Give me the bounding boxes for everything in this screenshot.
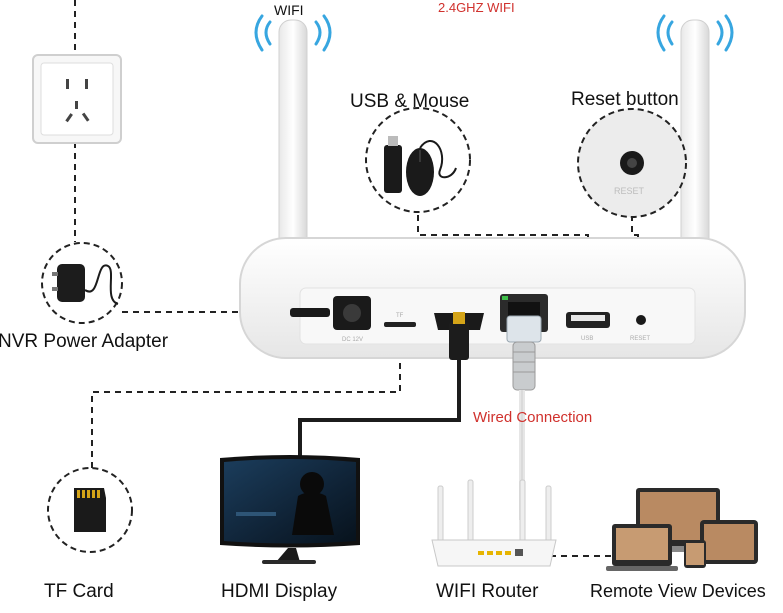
label-hdmi-display: HDMI Display [221,581,338,602]
tf-card-slot [384,322,416,327]
usb-mouse-icon [365,107,471,213]
tf-card-icon [47,467,133,553]
label-band: 2.4GHZ WIFI [438,0,515,15]
remote-devices-icon [606,488,758,571]
reset-hole [636,315,646,325]
label-wifi-router: WIFI Router [436,581,539,602]
label-wifi: WIFI [274,2,304,18]
reset-zoom-label: RESET [614,186,645,196]
port-label-tf: TF [396,313,404,319]
nvr-device: DC 12V TF USB RESET [239,237,746,359]
wall-socket [32,54,122,144]
label-wired-connection: Wired Connection [473,409,592,426]
label-usb-mouse: USB & Mouse [350,91,469,112]
label-tf-card: TF Card [44,581,114,602]
wifi-signal-icon [254,14,734,52]
port-label-usb: USB [581,336,593,342]
port-label-dc: DC 12V [342,337,363,343]
dc-power-port [333,296,371,330]
power-plug [290,308,330,317]
power-adapter-icon [41,242,123,324]
usb-port [566,312,610,328]
hdmi-cable [298,312,469,458]
hdmi-monitor-icon [220,455,360,564]
label-reset-button: Reset button [571,89,679,110]
wifi-router-icon [431,479,557,567]
port-label-reset: RESET [630,336,650,342]
label-remote-view: Remote View Devices [590,581,766,601]
label-power-adapter: NVR Power Adapter [0,331,169,352]
reset-button-icon: RESET [577,108,687,218]
